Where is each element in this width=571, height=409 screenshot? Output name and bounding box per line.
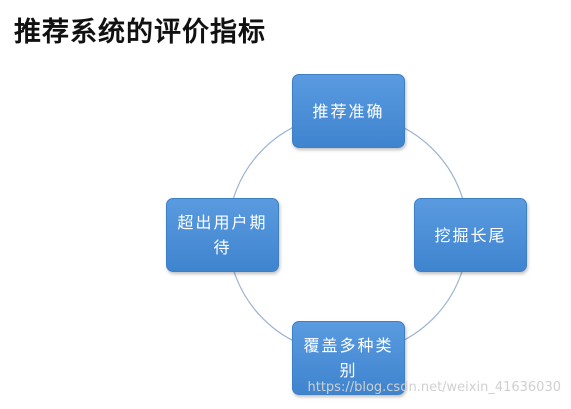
node-label: 超出用户期待	[177, 213, 268, 257]
node-long-tail-mining: 挖掘长尾	[414, 198, 527, 272]
node-label: 挖掘长尾	[434, 225, 507, 245]
node-label: 推荐准确	[312, 101, 385, 121]
node-exceed-expectations: 超出用户期待	[166, 198, 279, 272]
node-recommendation-accuracy: 推荐准确	[292, 74, 405, 148]
node-category-coverage: 覆盖多种类别	[292, 321, 405, 395]
page-title: 推荐系统的评价指标	[14, 17, 266, 48]
node-label: 覆盖多种类别	[303, 336, 394, 380]
watermark: https://blog.csdn.net/weixin_41636030	[307, 380, 561, 395]
